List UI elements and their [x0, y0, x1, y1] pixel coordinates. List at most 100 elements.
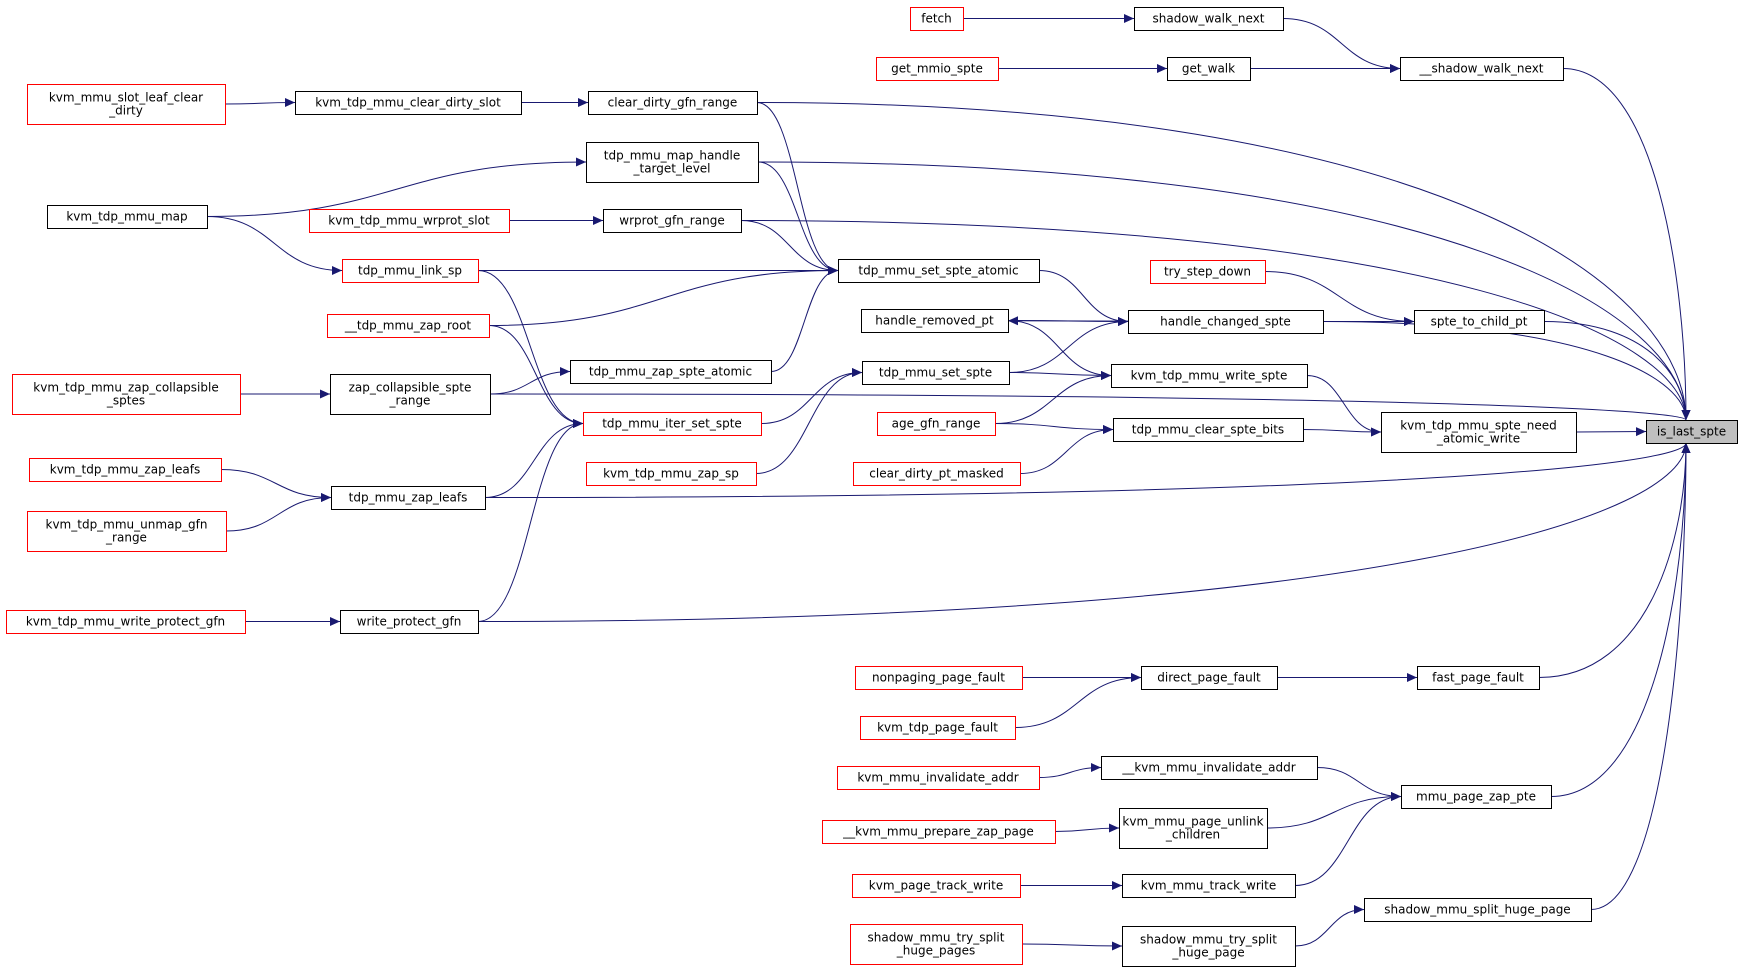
function-node[interactable]: write_protect_gfn: [340, 610, 479, 634]
node-box: [1414, 310, 1545, 334]
edge-path: [1316, 767, 1402, 801]
function-node[interactable]: is_last_spte: [1646, 420, 1738, 444]
function-node[interactable]: tdp_mmu_zap_leafs: [331, 486, 486, 510]
function-node[interactable]: get_walk: [1167, 57, 1251, 81]
function-node[interactable]: kvm_tdp_mmu_zap_sp: [586, 462, 757, 486]
function-node[interactable]: shadow_mmu_try_split_huge_pages: [850, 924, 1023, 965]
node-label: try_step_down: [1164, 265, 1251, 279]
node-label: tdp_mmu_set_spte: [879, 366, 992, 380]
function-node[interactable]: kvm_tdp_mmu_spte_need_atomic_write: [1381, 412, 1577, 453]
edge-path: [1054, 823, 1120, 833]
function-node[interactable]: tdp_mmu_zap_spte_atomic: [570, 360, 772, 384]
function-node[interactable]: handle_changed_spte: [1128, 310, 1324, 334]
function-node[interactable]: kvm_mmu_page_unlink_children: [1119, 808, 1268, 849]
function-node[interactable]: shadow_mmu_try_split_huge_page: [1122, 926, 1296, 967]
node-box: [1364, 898, 1592, 922]
call-edge: [489, 393, 1691, 421]
function-node[interactable]: mmu_page_zap_pte: [1401, 785, 1552, 809]
function-node[interactable]: kvm_tdp_mmu_zap_leafs: [29, 458, 222, 482]
node-label: fetch: [921, 12, 952, 26]
edge-path: [488, 266, 839, 326]
function-node[interactable]: tdp_mmu_set_spte: [862, 361, 1010, 385]
function-node[interactable]: fetch: [910, 7, 964, 31]
node-label: _sptes: [106, 394, 145, 408]
function-node[interactable]: spte_to_child_pt: [1414, 310, 1545, 334]
edge-path: [1014, 673, 1142, 728]
function-node[interactable]: kvm_tdp_mmu_wrprot_slot: [309, 209, 510, 233]
function-node[interactable]: __shadow_walk_next: [1400, 57, 1564, 81]
call-edge: [206, 216, 343, 275]
call-edge: [1316, 767, 1402, 801]
function-node[interactable]: kvm_tdp_mmu_zap_collapsible_sptes: [12, 374, 241, 415]
function-node[interactable]: kvm_tdp_page_fault: [860, 716, 1016, 740]
node-layer: is_last_spte __shadow_walk_next shadow_wal…: [6, 7, 1738, 967]
function-node[interactable]: clear_dirty_gfn_range: [588, 91, 758, 115]
function-node[interactable]: kvm_mmu_track_write: [1122, 874, 1296, 898]
edge-path: [477, 442, 1691, 622]
function-node[interactable]: kvm_tdp_mmu_write_protect_gfn: [6, 610, 246, 634]
function-node[interactable]: shadow_mmu_split_huge_page: [1364, 898, 1592, 922]
function-node[interactable]: zap_collapsible_spte_range: [330, 374, 491, 415]
function-node[interactable]: shadow_walk_next: [1134, 7, 1284, 31]
node-label: kvm_mmu_page_unlink: [1122, 815, 1263, 829]
function-node[interactable]: age_gfn_range: [877, 412, 996, 436]
function-node[interactable]: __tdp_mmu_zap_root: [327, 314, 490, 338]
call-edge: [994, 371, 1112, 424]
function-node[interactable]: kvm_page_track_write: [852, 874, 1021, 898]
function-node[interactable]: __kvm_mmu_invalidate_addr: [1101, 756, 1318, 780]
function-node[interactable]: fast_page_fault: [1417, 666, 1540, 690]
node-label: kvm_tdp_mmu_write_protect_gfn: [26, 615, 225, 629]
function-node[interactable]: __kvm_mmu_prepare_zap_page: [822, 820, 1056, 844]
function-node[interactable]: nonpaging_page_fault: [855, 666, 1023, 690]
call-edge: [756, 102, 839, 275]
edge-path: [1008, 317, 1129, 373]
node-label: kvm_mmu_track_write: [1141, 879, 1276, 893]
node-label: tdp_mmu_map_handle: [604, 149, 740, 163]
node-label: kvm_tdp_mmu_map: [66, 210, 187, 224]
function-node[interactable]: kvm_tdp_mmu_clear_dirty_slot: [295, 91, 522, 115]
function-node[interactable]: tdp_mmu_iter_set_spte: [583, 412, 762, 436]
node-box: [588, 91, 758, 115]
function-node[interactable]: try_step_down: [1150, 260, 1266, 284]
node-label: shadow_mmu_try_split: [1140, 933, 1277, 947]
node-label: nonpaging_page_fault: [872, 671, 1005, 685]
call-edge: [1543, 321, 1691, 421]
edge-path: [1008, 370, 1112, 380]
node-box: [876, 57, 999, 81]
function-node[interactable]: tdp_mmu_set_spte_atomic: [838, 259, 1040, 283]
node-label: _target_level: [632, 162, 710, 176]
call-edge: [1550, 442, 1691, 797]
node-label: clear_dirty_pt_masked: [869, 467, 1003, 481]
function-node[interactable]: kvm_tdp_mmu_write_spte: [1111, 364, 1308, 388]
node-label: kvm_tdp_mmu_wrprot_slot: [328, 214, 490, 228]
node-box: [603, 209, 742, 233]
function-node[interactable]: wrprot_gfn_range: [603, 209, 742, 233]
edge-path: [1038, 270, 1129, 326]
call-edge: [1019, 425, 1114, 474]
call-edge: [755, 368, 863, 474]
function-node[interactable]: kvm_tdp_mmu_map: [47, 205, 208, 229]
node-label: mmu_page_zap_pte: [1416, 790, 1536, 804]
function-node[interactable]: clear_dirty_pt_masked: [853, 462, 1021, 486]
node-box: [1141, 666, 1278, 690]
node-box: [860, 716, 1016, 740]
function-node[interactable]: get_mmio_spte: [876, 57, 999, 81]
function-node[interactable]: kvm_tdp_mmu_unmap_gfn_range: [27, 511, 227, 552]
function-node[interactable]: kvm_mmu_invalidate_addr: [837, 766, 1040, 790]
call-edge: [1590, 442, 1691, 910]
function-node[interactable]: tdp_mmu_link_sp: [342, 259, 479, 283]
call-edge: [1282, 18, 1401, 73]
function-node[interactable]: tdp_mmu_clear_spte_bits: [1113, 418, 1304, 442]
edge-path: [757, 161, 1691, 421]
function-node[interactable]: direct_page_fault: [1141, 666, 1278, 690]
function-node[interactable]: handle_removed_pt: [861, 309, 1009, 333]
edge-path: [1007, 320, 1112, 380]
edge-path: [206, 157, 587, 217]
node-label: spte_to_child_pt: [1431, 315, 1528, 329]
node-box: [1134, 7, 1284, 31]
function-node[interactable]: kvm_mmu_slot_leaf_clear_dirty: [27, 84, 226, 125]
edge-path: [994, 423, 1114, 434]
function-node[interactable]: tdp_mmu_map_handle_target_level: [586, 142, 759, 183]
node-label: tdp_mmu_set_spte_atomic: [858, 264, 1018, 278]
